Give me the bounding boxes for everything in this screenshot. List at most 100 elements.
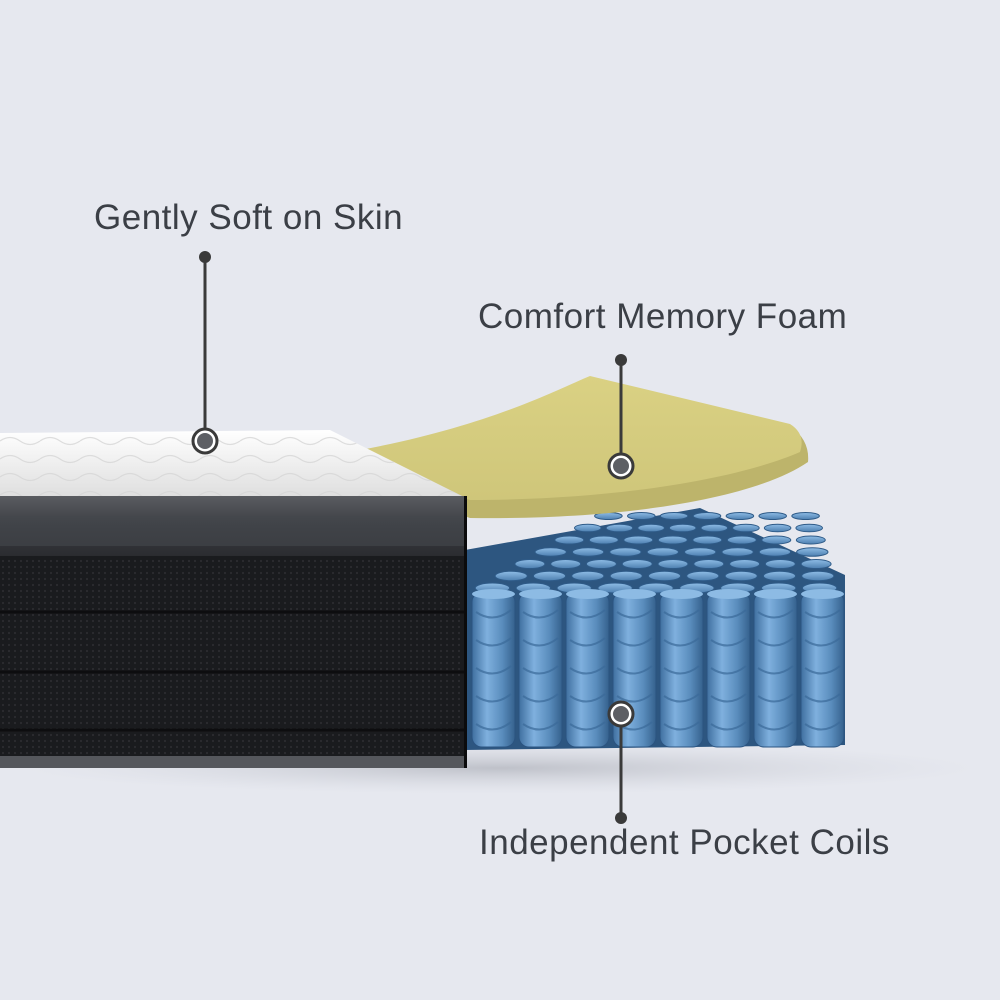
- coil-top: [623, 535, 654, 545]
- coil-spiral: [804, 609, 841, 619]
- coil-top: [532, 570, 567, 582]
- coil-spiral: [475, 665, 512, 675]
- coil-spiral: [804, 637, 841, 647]
- coil-top: [686, 570, 720, 582]
- coil-top: [763, 523, 792, 533]
- coil-spiral: [522, 637, 559, 647]
- coil-spiral: [569, 721, 606, 731]
- coil-top: [724, 570, 758, 582]
- coil-cap: [707, 589, 750, 599]
- coil-spiral: [616, 609, 653, 619]
- coil-top: [494, 570, 528, 582]
- coil-top: [758, 512, 788, 520]
- coil-top: [637, 523, 665, 533]
- pocket-coil-block: [465, 508, 845, 750]
- callout-marker-foam-center: [613, 458, 629, 474]
- coil-top: [657, 535, 688, 545]
- coil-top: [795, 535, 826, 545]
- coil-spiral: [663, 609, 700, 619]
- label-gently-soft-on-skin: Gently Soft on Skin: [94, 198, 404, 237]
- label-comfort-memory-foam: Comfort Memory Foam: [478, 297, 848, 336]
- coil-top: [729, 559, 761, 569]
- coil-top: [726, 535, 757, 545]
- coil-spiral: [757, 609, 794, 619]
- coil-tops: [474, 512, 838, 594]
- coil-spiral: [710, 721, 747, 731]
- pocket-coil: [706, 589, 751, 748]
- coil-spiral: [616, 637, 653, 647]
- pocket-coil: [753, 589, 798, 748]
- coil-top: [721, 547, 754, 557]
- coil-top: [692, 535, 723, 545]
- coil-spiral: [757, 721, 794, 731]
- coil-top: [621, 559, 653, 569]
- coil-spiral: [616, 665, 653, 675]
- pocket-coil: [659, 589, 704, 748]
- mattress-quilting: [0, 430, 466, 498]
- coil-top: [800, 559, 832, 569]
- coil-top: [762, 570, 797, 582]
- coil-front-row: [471, 589, 845, 748]
- coil-spiral: [804, 693, 841, 703]
- coil-spiral: [475, 609, 512, 619]
- callout-marker-top-center: [197, 433, 213, 449]
- coil-spiral: [522, 721, 559, 731]
- pocket-coil: [471, 589, 516, 748]
- label-independent-pocket-coils: Independent Pocket Coils: [479, 823, 890, 862]
- coil-cap: [660, 589, 703, 599]
- mattress-side-panel: [0, 556, 466, 768]
- callout-foam-layer: [607, 354, 635, 480]
- mattress-cut-edge: [464, 496, 467, 768]
- coil-spiral: [616, 693, 653, 703]
- coil-top: [761, 535, 792, 545]
- coil-top: [668, 523, 697, 533]
- callout-dot-coils: [615, 812, 627, 824]
- coil-spiral: [569, 609, 606, 619]
- coil-spiral: [710, 609, 747, 619]
- coil-top: [684, 547, 717, 557]
- coil-top: [659, 512, 689, 520]
- coil-cap: [801, 589, 844, 599]
- foam-top: [330, 376, 802, 500]
- coil-top: [764, 559, 796, 569]
- coil-cap: [472, 589, 515, 599]
- coil-top: [646, 547, 679, 557]
- coil-spiral: [475, 721, 512, 731]
- coil-top: [574, 523, 602, 533]
- coil-top: [554, 535, 585, 545]
- coil-spiral: [522, 665, 559, 675]
- coil-spiral: [804, 721, 841, 731]
- coil-spiral: [757, 693, 794, 703]
- coil-spiral: [710, 693, 747, 703]
- coil-top: [758, 547, 792, 557]
- pocket-coil: [800, 589, 845, 748]
- coil-top: [791, 512, 820, 520]
- coil-top: [693, 559, 725, 569]
- coil-spiral: [569, 665, 606, 675]
- callout-marker-coils-center: [613, 706, 629, 722]
- coil-spiral: [710, 665, 747, 675]
- coil-top: [550, 559, 582, 569]
- coil-spiral: [475, 693, 512, 703]
- coil-top: [627, 512, 656, 520]
- coil-top: [609, 570, 643, 582]
- coil-top: [585, 559, 617, 569]
- coil-top: [796, 547, 829, 557]
- coil-spiral: [663, 721, 700, 731]
- coil-cap: [613, 589, 656, 599]
- callout-top-layer: [191, 251, 219, 455]
- coil-cap: [754, 589, 797, 599]
- mattress-upper-mesh: [0, 516, 466, 546]
- coil-top: [700, 523, 729, 533]
- coil-spiral: [757, 637, 794, 647]
- pocket-coil: [565, 589, 610, 748]
- coil-cap: [566, 589, 609, 599]
- mattress-bottom-border: [0, 756, 466, 768]
- coil-top: [725, 512, 755, 520]
- pocket-coil: [518, 589, 563, 748]
- callout-coil-layer: [607, 700, 635, 824]
- coil-spiral: [663, 665, 700, 675]
- coil-top: [609, 547, 642, 557]
- coil-spiral: [522, 609, 559, 619]
